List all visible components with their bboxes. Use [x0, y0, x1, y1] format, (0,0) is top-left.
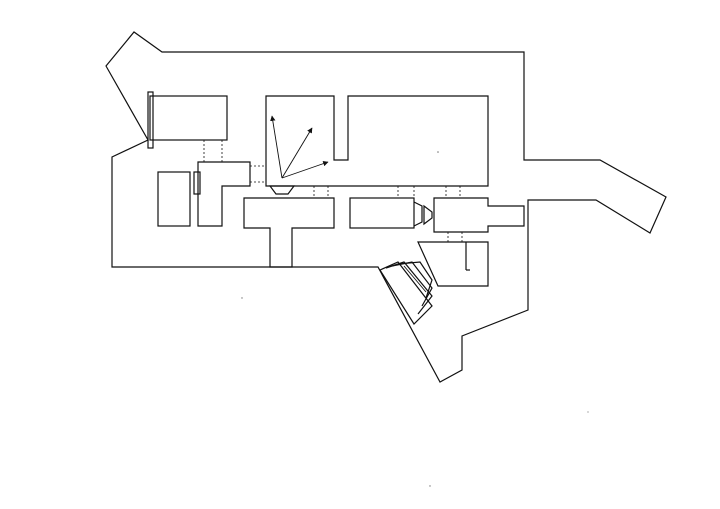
speck: [587, 411, 589, 413]
corner-cylinder: [147, 91, 228, 149]
arrow-1: [270, 115, 283, 179]
speck: [437, 151, 439, 153]
lower-right-room: [417, 241, 489, 287]
middle-block-tab: [413, 201, 423, 227]
upper-central-room: [265, 95, 489, 187]
duct-cylinder-to-block: [203, 140, 223, 162]
arrow-3: [281, 161, 329, 179]
building-outline: [105, 31, 667, 383]
l-shaped-unit: [197, 161, 251, 227]
funnel-feature: [268, 185, 296, 195]
speck: [241, 297, 243, 299]
arrow-2: [281, 127, 313, 179]
middle-right-block: [349, 197, 415, 229]
t-shaped-unit: [243, 197, 335, 268]
left-small-block: [157, 171, 191, 227]
right-block: [433, 197, 525, 233]
l-unit-tab: [193, 171, 201, 195]
speck: [429, 485, 431, 487]
arrow-fan: [270, 115, 329, 179]
stepped-stair: [379, 261, 433, 325]
coupling: [423, 204, 433, 226]
